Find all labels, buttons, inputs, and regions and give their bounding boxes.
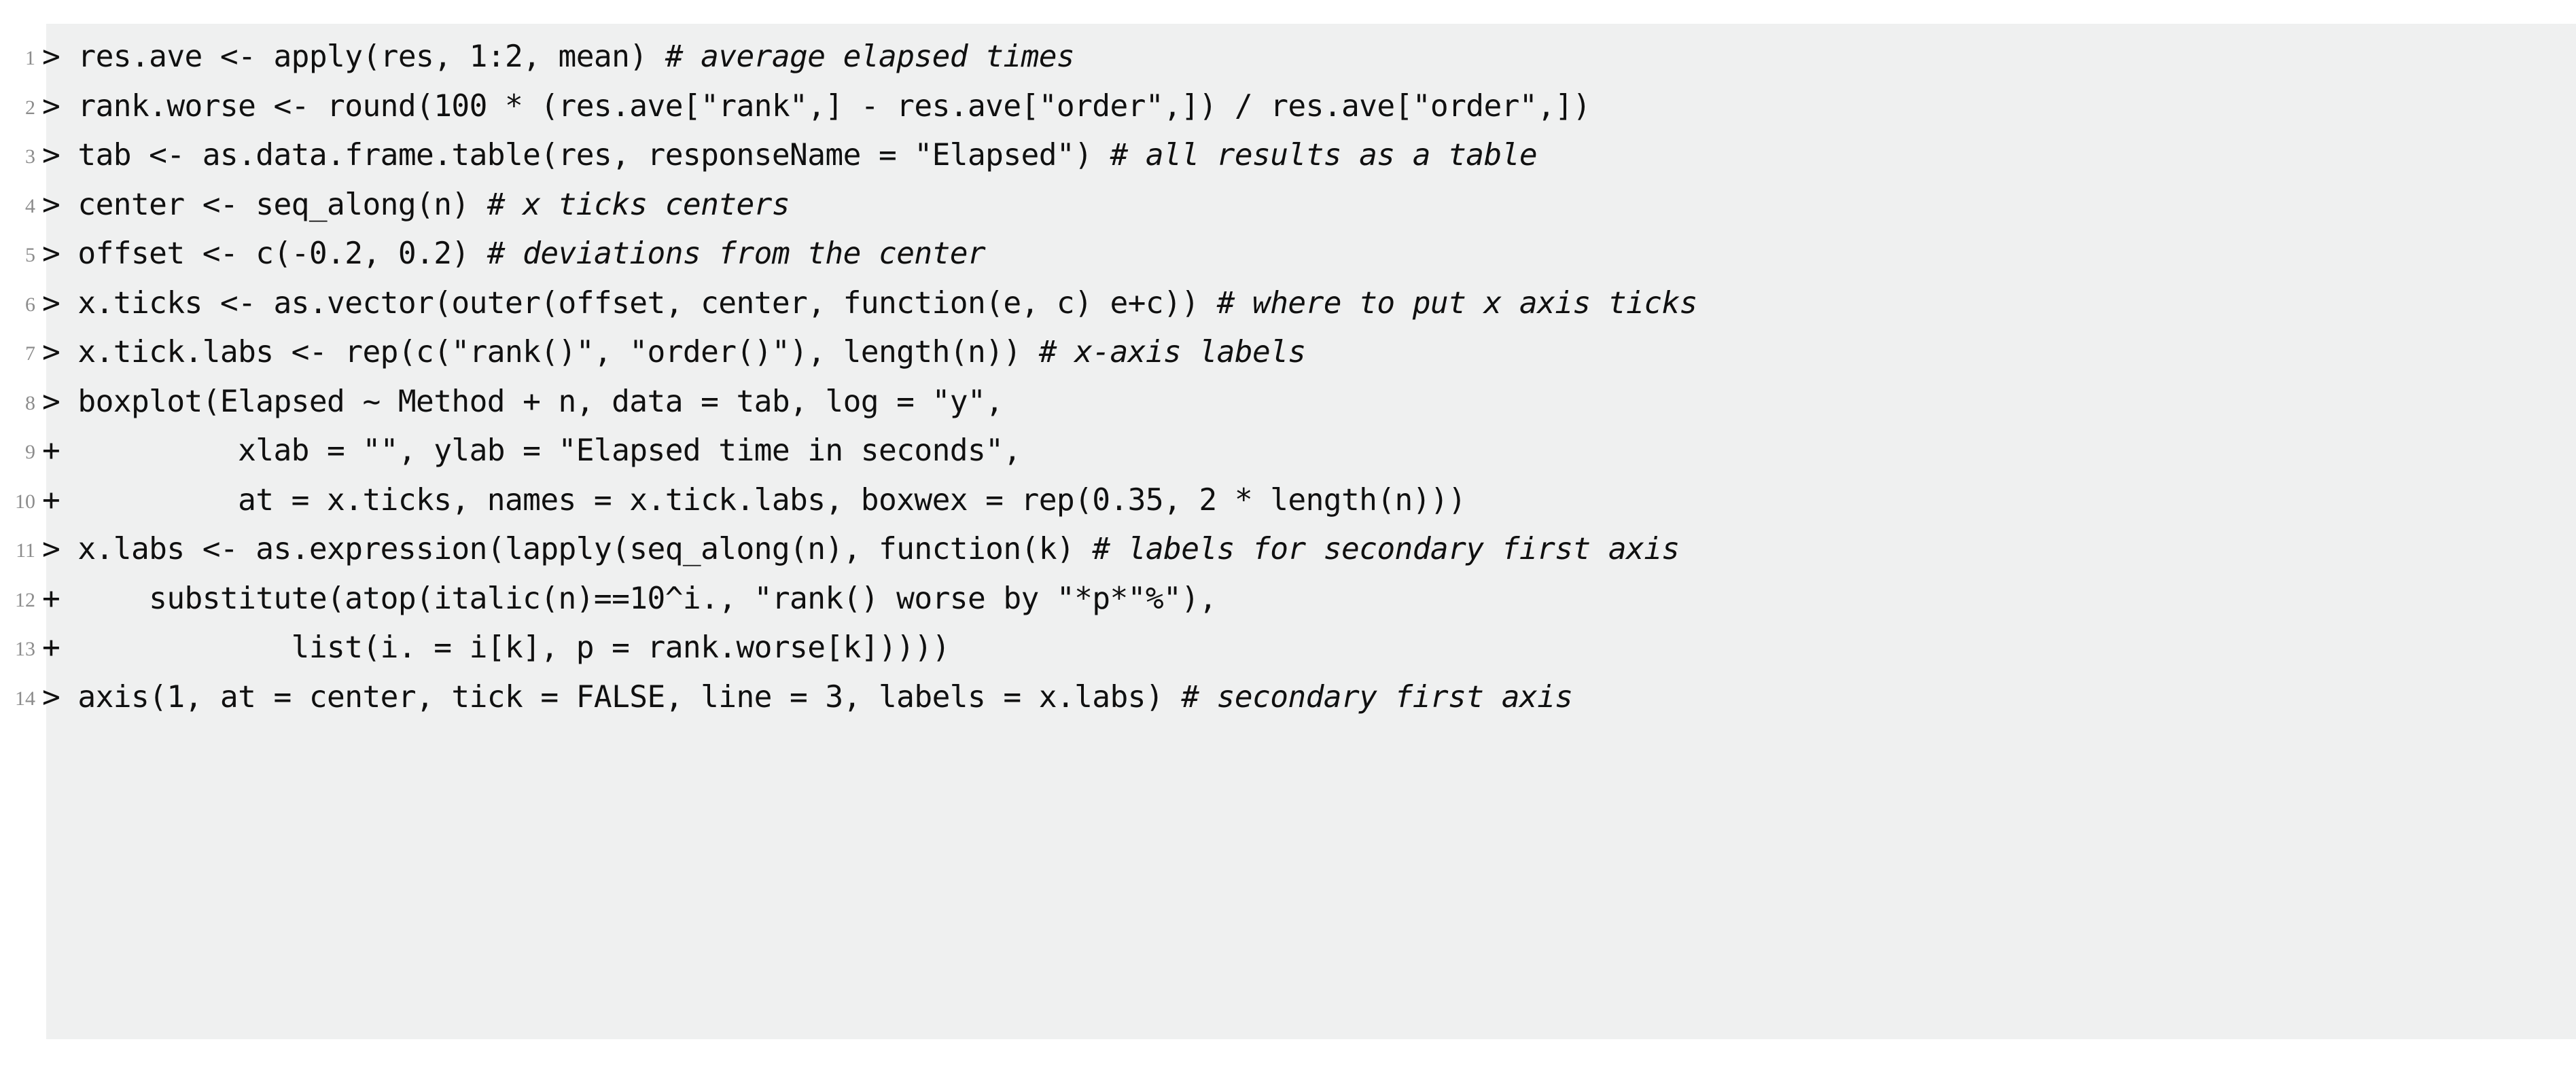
line-number: 3 [25, 145, 35, 168]
line-number: 4 [25, 194, 35, 217]
line-number: 10 [15, 490, 35, 513]
line-code: > rank.worse <- round(100 * (res.ave["ra… [42, 88, 1591, 124]
line-code: > axis(1, at = center, tick = FALSE, lin… [42, 679, 1182, 715]
line-content: > boxplot(Elapsed ~ Method + n, data = t… [42, 384, 2576, 419]
line-code: > x.tick.labs <- rep(c("rank()", "order(… [42, 335, 1039, 369]
line-content: > res.ave <- apply(res, 1:2, mean) # ave… [42, 39, 2576, 74]
line-comment: # average elapsed times [665, 39, 1075, 74]
line-content: > x.tick.labs <- rep(c("rank()", "order(… [42, 335, 2576, 369]
line-content: > x.ticks <- as.vector(outer(offset, cen… [42, 285, 2576, 321]
line-number: 12 [15, 588, 35, 611]
code-line: 1 > res.ave <- apply(res, 1:2, mean) # a… [0, 39, 2576, 92]
line-content: > x.labs <- as.expression(lapply(seq_alo… [42, 532, 2576, 566]
line-number: 9 [25, 441, 35, 463]
code-block-background [46, 24, 2576, 1039]
code-line: 7 > x.tick.labs <- rep(c("rank()", "orde… [0, 335, 2576, 387]
line-number: 1 [25, 47, 35, 69]
line-code: > offset <- c(-0.2, 0.2) [42, 236, 487, 271]
line-code: > center <- seq_along(n) [42, 187, 487, 222]
line-content: > offset <- c(-0.2, 0.2) # deviations fr… [42, 236, 2576, 271]
line-comment: # deviations from the center [487, 236, 986, 271]
line-code: + at = x.ticks, names = x.tick.labs, box… [42, 482, 1466, 518]
line-content: > axis(1, at = center, tick = FALSE, lin… [42, 679, 2576, 715]
line-code: + list(i. = i[k], p = rank.worse[k])))) [42, 630, 950, 665]
line-number: 5 [25, 244, 35, 266]
line-comment: # all results as a table [1110, 138, 1538, 173]
code-line: 9 + xlab = "", ylab = "Elapsed time in s… [0, 433, 2576, 486]
line-content: + at = x.ticks, names = x.tick.labs, box… [42, 482, 2576, 518]
line-number: 6 [25, 293, 35, 316]
line-number: 13 [15, 638, 35, 660]
line-content: > center <- seq_along(n) # x ticks cente… [42, 190, 2576, 221]
line-number: 8 [25, 391, 35, 414]
line-number: 2 [25, 96, 35, 119]
line-number: 11 [16, 539, 35, 562]
line-code: > boxplot(Elapsed ~ Method + n, data = t… [42, 384, 1004, 419]
line-comment: # labels for secondary first axis [1092, 532, 1680, 566]
code-line: 4 > center <- seq_along(n) # x ticks cen… [0, 190, 2576, 240]
code-line: 2 > rank.worse <- round(100 * (res.ave["… [0, 88, 2576, 141]
code-lines-container: 1 > res.ave <- apply(res, 1:2, mean) # a… [0, 39, 2576, 732]
line-comment: # x ticks centers [487, 187, 790, 222]
code-line: 3 > tab <- as.data.frame.table(res, resp… [0, 138, 2576, 190]
line-content: + list(i. = i[k], p = rank.worse[k])))) [42, 630, 2576, 665]
line-number: 14 [15, 687, 35, 710]
code-line: 6 > x.ticks <- as.vector(outer(offset, c… [0, 285, 2576, 338]
code-line: 13 + list(i. = i[k], p = rank.worse[k]))… [0, 630, 2576, 683]
line-code: > x.ticks <- as.vector(outer(offset, cen… [42, 285, 1217, 321]
code-line: 10 + at = x.ticks, names = x.tick.labs, … [0, 482, 2576, 535]
code-line: 14 > axis(1, at = center, tick = FALSE, … [0, 679, 2576, 732]
line-code: + xlab = "", ylab = "Elapsed time in sec… [42, 433, 1021, 468]
line-content: > rank.worse <- round(100 * (res.ave["ra… [42, 88, 2576, 124]
line-code: > tab <- as.data.frame.table(res, respon… [42, 138, 1110, 173]
line-content: + substitute(atop(italic(n)==10^i., "ran… [42, 581, 2576, 616]
line-content: + xlab = "", ylab = "Elapsed time in sec… [42, 433, 2576, 468]
line-code: > res.ave <- apply(res, 1:2, mean) [42, 39, 665, 74]
code-line: 11 > x.labs <- as.expression(lapply(seq_… [0, 532, 2576, 584]
line-comment: # secondary first axis [1181, 679, 1573, 715]
line-code: > x.labs <- as.expression(lapply(seq_alo… [42, 532, 1093, 566]
code-line: 12 + substitute(atop(italic(n)==10^i., "… [0, 581, 2576, 634]
line-comment: # where to put x axis ticks [1216, 285, 1698, 321]
code-line: 5 > offset <- c(-0.2, 0.2) # deviations … [0, 236, 2576, 289]
line-number: 7 [25, 342, 35, 365]
line-content: > tab <- as.data.frame.table(res, respon… [42, 138, 2576, 173]
line-code: + substitute(atop(italic(n)==10^i., "ran… [42, 581, 1217, 616]
code-line: 8 > boxplot(Elapsed ~ Method + n, data =… [0, 384, 2576, 437]
line-comment: # x-axis labels [1038, 335, 1306, 369]
